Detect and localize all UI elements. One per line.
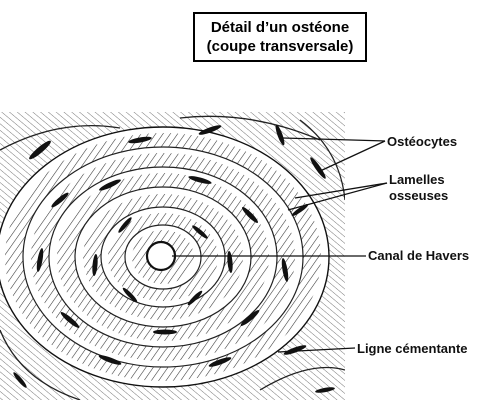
osteocyte xyxy=(188,176,212,184)
osteocyte xyxy=(192,225,208,239)
label-lamelles-line-1: Lamelles xyxy=(389,172,445,187)
osteocyte xyxy=(208,357,232,367)
osteocyte xyxy=(128,136,152,144)
osteocyte xyxy=(281,258,289,282)
osteocyte xyxy=(310,157,326,179)
label-canal-de-havers: Canal de Havers xyxy=(368,248,470,263)
osteocyte xyxy=(275,124,285,146)
osteocyte xyxy=(60,312,80,328)
title-line-2: (coupe transversale) xyxy=(206,38,354,55)
haversian-canal xyxy=(145,240,177,272)
osteocyte xyxy=(315,387,335,393)
osteocyte xyxy=(99,179,121,191)
osteocyte xyxy=(98,355,122,365)
osteocyte xyxy=(13,372,27,388)
leader-osteocytes-2 xyxy=(317,140,386,173)
leader-osteocytes-1 xyxy=(282,137,386,142)
osteocyte xyxy=(283,345,307,355)
osteocyte xyxy=(153,329,177,335)
osteocyte xyxy=(291,203,309,217)
osteocyte xyxy=(92,254,98,276)
leader-ligne xyxy=(277,347,356,353)
osteocyte xyxy=(118,217,132,233)
label-lamelles-line-2: osseuses xyxy=(389,188,449,203)
title-line-1: Détail d’un ostéone xyxy=(210,19,350,36)
leader-lines xyxy=(172,137,388,353)
leader-lamelles-1 xyxy=(294,182,388,199)
osteocytes xyxy=(13,124,335,393)
label-ligne-cementante: Ligne cémentante xyxy=(357,341,468,356)
osteon xyxy=(0,126,330,388)
label-lamelles-osseuses: Lamelles osseuses xyxy=(389,172,448,204)
osteocyte xyxy=(51,192,69,208)
osteocyte xyxy=(240,310,260,326)
osteocyte xyxy=(29,140,51,160)
leader-lamelles-2 xyxy=(287,182,388,211)
osteocyte xyxy=(242,207,258,223)
osteocyte xyxy=(187,290,203,306)
osteocyte xyxy=(198,125,222,135)
diagram-title: Détail d’un ostéone (coupe transversale) xyxy=(193,12,367,62)
label-osteocytes: Ostéocytes xyxy=(387,134,458,149)
osteocyte xyxy=(122,287,138,303)
osteocyte xyxy=(36,248,44,272)
